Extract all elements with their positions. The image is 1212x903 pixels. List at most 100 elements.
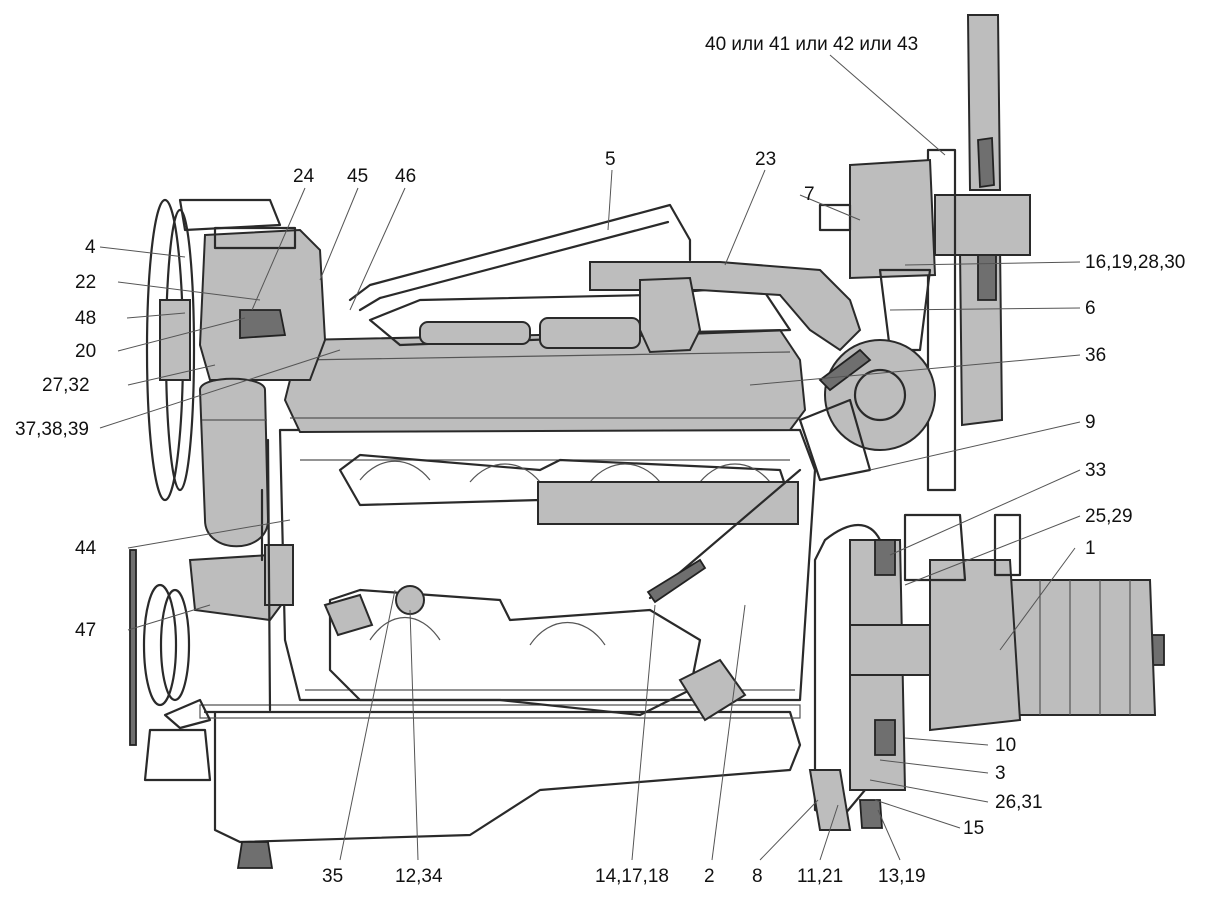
callout-10: 10 <box>995 735 1016 756</box>
leader-10 <box>904 737 989 746</box>
leader-24 <box>251 187 306 311</box>
leader-11 <box>819 804 839 861</box>
air-compressor <box>198 228 327 381</box>
pulley-hub <box>159 299 191 381</box>
dipstick-spring <box>646 558 707 604</box>
leader-37 <box>99 349 341 429</box>
lower-pulley <box>142 583 178 707</box>
callout-27: 27,32 <box>42 375 90 396</box>
pulley-gear <box>903 513 967 582</box>
pump-body <box>188 553 287 622</box>
port-1 <box>359 460 431 481</box>
clutch-bell <box>808 769 852 831</box>
leader-9 <box>869 421 1081 471</box>
callout-20: 20 <box>75 341 96 362</box>
leader-8 <box>759 799 819 861</box>
callout-5: 5 <box>605 149 616 170</box>
oil-pan-flange <box>199 704 801 719</box>
compressor-bracket <box>178 198 282 232</box>
callout-40: 40 или 41 или 42 или 43 <box>705 34 918 55</box>
breather-pipe-2 <box>358 220 670 312</box>
leader-47 <box>127 604 211 631</box>
leader-44 <box>127 519 291 549</box>
clutch-spring-lower <box>874 719 896 756</box>
leader-35 <box>339 589 396 861</box>
leader-26 <box>869 779 989 803</box>
manifold-tube <box>537 481 799 525</box>
oil-pan <box>203 710 802 844</box>
callout-48: 48 <box>75 308 96 329</box>
engine-block <box>278 428 817 702</box>
leader-16 <box>904 261 1081 266</box>
alternator <box>824 339 936 451</box>
clutch-bolt <box>859 799 883 829</box>
leader-33 <box>889 469 1081 556</box>
callout-37: 37,38,39 <box>15 419 89 440</box>
callout-46: 46 <box>395 166 416 187</box>
oil-pipe <box>266 438 272 712</box>
port-3 <box>589 463 661 483</box>
leader-4 <box>99 246 186 258</box>
callout-14: 14,17,18 <box>595 866 669 887</box>
callout-6: 6 <box>1085 298 1096 319</box>
callout-4: 4 <box>85 237 96 258</box>
leader-5 <box>607 169 613 231</box>
callout-23: 23 <box>755 149 776 170</box>
lower-pulley-2 <box>159 588 191 702</box>
leader-20 <box>117 317 246 352</box>
alternator-center <box>853 368 907 422</box>
leader-48 <box>126 312 186 319</box>
callout-44: 44 <box>75 538 97 559</box>
belt-guard <box>129 549 137 746</box>
callout-13: 13,19 <box>878 866 926 887</box>
callout-11: 11,21 <box>797 866 843 887</box>
fan-drive-housing <box>849 158 937 280</box>
lower-port-2 <box>529 622 606 646</box>
fan-blade-clip <box>977 136 995 189</box>
oil-filler-knob <box>395 585 425 615</box>
fan-blade-clip-2 <box>977 254 997 301</box>
exhaust-manifold-lower <box>328 588 702 717</box>
exhaust-flange-left <box>323 593 374 637</box>
leader-40 <box>829 54 946 156</box>
leader-36 <box>749 354 1081 386</box>
flange-disc <box>929 559 1022 732</box>
exhaust-outlet <box>678 658 747 722</box>
callout-9: 9 <box>1085 412 1096 433</box>
callout-22: 22 <box>75 272 96 293</box>
port-4 <box>699 463 771 483</box>
spring-coil <box>993 513 1022 577</box>
fan-support-arm <box>878 268 932 352</box>
compressor-outlet <box>239 309 287 339</box>
leader-1 <box>999 547 1076 651</box>
callout-45: 45 <box>347 166 368 187</box>
thermostat-housing <box>639 276 702 354</box>
callout-7: 7 <box>804 184 815 205</box>
callout-36: 36 <box>1085 345 1106 366</box>
engine-mount-front <box>143 728 212 782</box>
mount-bracket <box>163 698 212 730</box>
leader-25 <box>904 515 1081 586</box>
valve-cover-edge <box>299 351 791 361</box>
leader-3 <box>879 759 989 774</box>
callout-26: 26,31 <box>995 792 1043 813</box>
callout-35: 35 <box>322 866 343 887</box>
valve-cover <box>283 328 807 434</box>
engine-drawing <box>129 14 1165 869</box>
clutch-spring-upper <box>874 539 896 576</box>
fan-hub <box>934 194 1031 256</box>
gearbox-housing <box>1009 579 1157 716</box>
callout-24: 24 <box>293 166 315 187</box>
callout-25: 25,29 <box>1085 506 1133 527</box>
leader-46 <box>349 187 406 311</box>
callout-33: 33 <box>1085 460 1106 481</box>
leader-27 <box>127 364 216 386</box>
callout-3: 3 <box>995 763 1006 784</box>
leader-14 <box>631 604 656 861</box>
oil-filler-cap <box>539 317 641 349</box>
leader-6 <box>889 307 1081 311</box>
fan-drive-shaft <box>818 203 852 232</box>
drain-plug <box>236 841 274 869</box>
leader-15 <box>874 799 961 829</box>
